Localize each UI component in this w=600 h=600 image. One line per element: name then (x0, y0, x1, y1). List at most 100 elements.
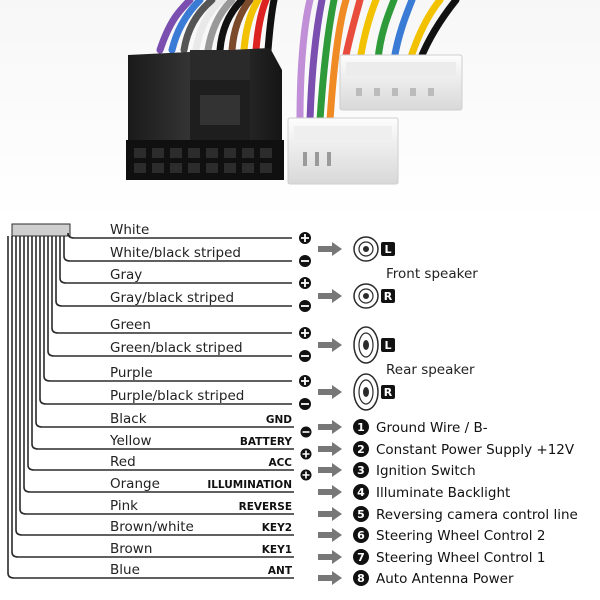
number-badge (353, 441, 369, 457)
number-badge (353, 549, 369, 565)
arrow-icon (318, 463, 342, 477)
channel-letter: L (384, 243, 391, 256)
speaker-wire: Gray (59, 236, 311, 289)
white-connector-large (339, 54, 463, 111)
speaker-wire: Gray/black striped (55, 236, 311, 312)
wire-line (47, 236, 292, 357)
front-speaker-label: Front speaker (386, 266, 478, 282)
front-right-speaker: R (353, 283, 395, 309)
power-wire: Pink REVERSE 5 Reversing camera control lin… (19, 236, 578, 523)
wire-line (59, 236, 292, 284)
badge-number: 7 (357, 551, 365, 564)
wire-label: Orange (110, 476, 160, 492)
function-description: Illuminate Backlight (376, 485, 510, 501)
speaker-dome (363, 246, 369, 252)
wire-label: Brown/white (110, 519, 194, 535)
wire-line (35, 236, 294, 428)
wire-label: Blue (110, 562, 140, 578)
wire-label: Black (110, 411, 147, 427)
wire-line (43, 236, 292, 382)
function-description: Steering Wheel Control 1 (376, 550, 545, 566)
wire-code: ACC (268, 457, 292, 469)
wire-label: Yellow (109, 433, 152, 449)
speaker-dome (363, 293, 369, 299)
white-connector-wires (296, 0, 460, 124)
wire-code: GND (266, 414, 292, 426)
function-description: Steering Wheel Control 2 (376, 528, 545, 544)
wire-label: Green (110, 317, 151, 333)
wire-label: Purple (110, 365, 153, 381)
channel-badge (381, 289, 395, 303)
speaker-dome (363, 387, 369, 397)
rear-left-speaker: L (353, 326, 395, 364)
arrow-icon (318, 571, 342, 585)
function-description: Ignition Switch (376, 463, 476, 479)
arrow-icon (318, 442, 342, 456)
wire-code: BATTERY (240, 436, 293, 448)
function-description: Auto Antenna Power (376, 571, 514, 587)
wire-code: REVERSE (239, 501, 292, 513)
rear-speaker-label: Rear speaker (386, 362, 475, 378)
wire-code: ILLUMINATION (207, 479, 292, 491)
number-badge (353, 462, 369, 478)
arrow-icon (318, 550, 342, 564)
wire-code: KEY2 (262, 522, 292, 534)
channel-letter: R (384, 386, 393, 399)
number-badge (353, 506, 369, 522)
arrow-icon (318, 289, 342, 303)
badge-number: 3 (357, 464, 365, 477)
channel-badge (381, 338, 395, 352)
function-description: Reversing camera control line (376, 507, 578, 523)
rear-right-speaker: R (353, 373, 395, 411)
wire-label: Purple/black striped (110, 388, 244, 404)
wire-line (51, 236, 292, 334)
channel-letter: R (384, 290, 393, 303)
wire-line (39, 236, 292, 405)
channel-badge (381, 242, 395, 256)
arrow-icon (318, 507, 342, 521)
wire-label: Gray (110, 267, 142, 283)
black-connector-wires (156, 0, 278, 54)
wire-label: Pink (110, 498, 138, 514)
plus-glyph (302, 471, 310, 479)
wire-line (31, 236, 294, 450)
wire-label: Gray/black striped (110, 290, 234, 306)
arrow-icon (318, 420, 342, 434)
channel-badge (381, 385, 395, 399)
speaker-wire: Purple (43, 236, 311, 387)
plus-glyph (302, 450, 310, 458)
harness-bundle (11, 223, 71, 237)
arrow-icon (318, 528, 342, 542)
wire-line (23, 236, 294, 493)
wire-label: Brown (110, 541, 152, 557)
plus-glyph (301, 329, 309, 337)
channel-letter: L (384, 339, 391, 352)
wire-label: White/black striped (110, 245, 241, 261)
plus-glyph (301, 377, 309, 385)
plus-glyph (301, 279, 309, 287)
function-description: Constant Power Supply +12V (376, 442, 575, 458)
badge-number: 1 (357, 421, 365, 434)
arrow-icon (318, 338, 342, 352)
wire-line (19, 236, 294, 515)
badge-number: 5 (357, 508, 365, 521)
number-badge (353, 527, 369, 543)
badge-number: 8 (357, 572, 365, 585)
wire-label: White (110, 222, 149, 238)
arrow-icon (318, 385, 342, 399)
arrow-icon (318, 242, 342, 256)
speaker-wire: Green (51, 236, 311, 339)
wire-line (15, 236, 294, 536)
speaker-wire: Green/black striped (47, 236, 311, 362)
speaker-wire: White (67, 222, 311, 244)
wire-line (55, 236, 292, 307)
number-badge (353, 484, 369, 500)
speaker-wire: Purple/black striped (39, 236, 311, 410)
